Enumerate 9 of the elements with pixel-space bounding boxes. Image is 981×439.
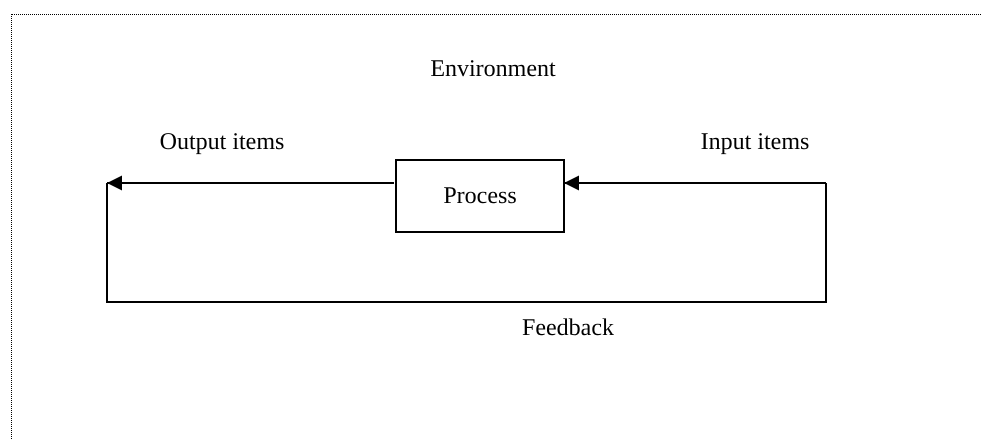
- arrow: [564, 176, 826, 190]
- flow-label: Output items: [160, 130, 284, 154]
- environment-label: Environment: [430, 57, 556, 81]
- flow-label: Input items: [700, 130, 810, 154]
- process-label: Process: [443, 182, 517, 210]
- process-box: [395, 159, 565, 233]
- arrow: [107, 176, 394, 190]
- environment-boundary: [11, 14, 981, 439]
- flow-label: Feedback: [522, 316, 614, 340]
